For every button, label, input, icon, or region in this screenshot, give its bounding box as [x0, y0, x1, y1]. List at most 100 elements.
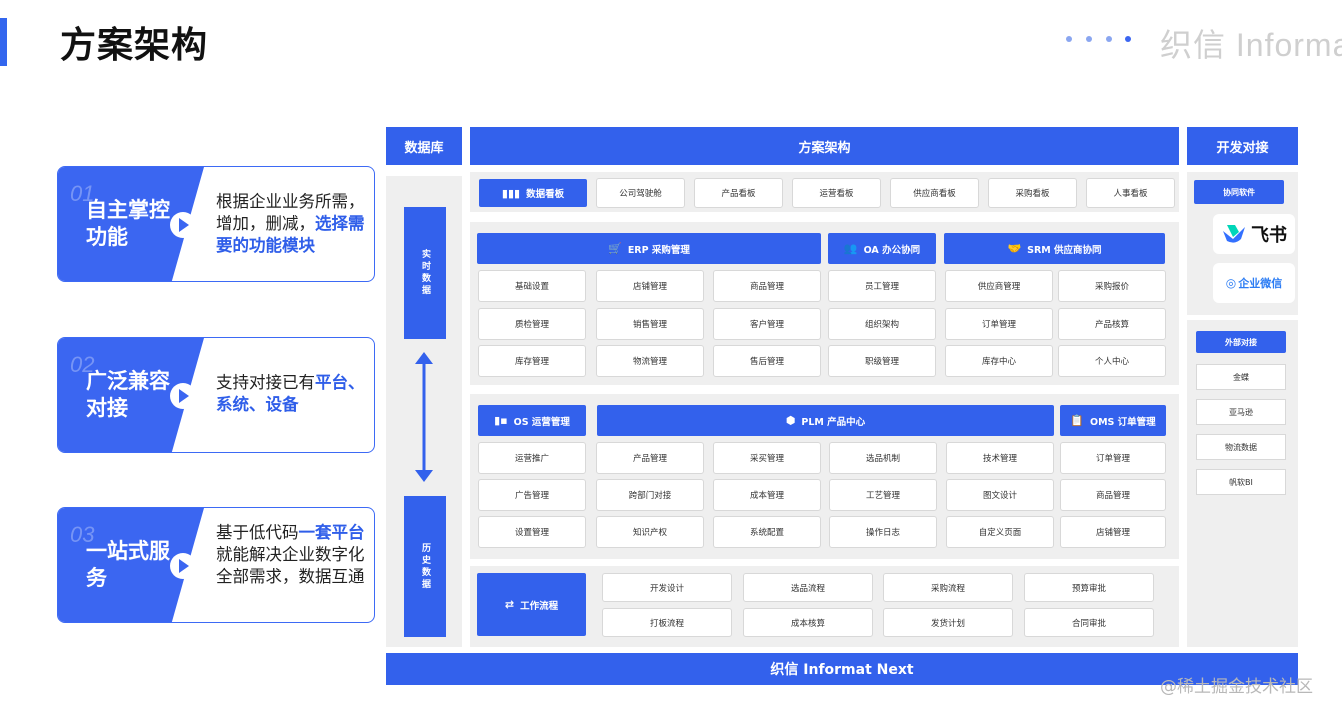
oa-module-header: 👥OA 办公协同 [828, 233, 936, 264]
workflow-item[interactable]: 采购流程 [883, 573, 1013, 602]
erp-module-header: 🛒ERP 采购管理 [477, 233, 821, 264]
erp-item[interactable]: 客户管理 [713, 308, 821, 340]
shuffle-icon: ⇄ [504, 598, 515, 611]
plm-item[interactable]: 技术管理 [946, 442, 1054, 474]
srm-item[interactable]: 库存中心 [945, 345, 1053, 377]
plm-item[interactable]: 操作日志 [829, 516, 937, 548]
plm-item[interactable]: 产品管理 [596, 442, 704, 474]
feishu-icon [1223, 225, 1245, 243]
oms-item[interactable]: 订单管理 [1060, 442, 1166, 474]
plm-item[interactable]: 成本管理 [713, 479, 821, 511]
feishu-logo[interactable]: 飞书 [1213, 214, 1295, 254]
os-item[interactable]: 广告管理 [478, 479, 586, 511]
dot-decoration [1066, 36, 1072, 42]
plm-item[interactable]: 系统配置 [713, 516, 821, 548]
erp-item[interactable]: 售后管理 [713, 345, 821, 377]
workflow-item[interactable]: 开发设计 [602, 573, 732, 602]
workflow-title: ⇄工作流程 [477, 573, 586, 636]
plm-item[interactable]: 自定义页面 [946, 516, 1054, 548]
play-icon [170, 383, 196, 409]
card-number: 01 [70, 181, 95, 206]
dot-decoration [1106, 36, 1112, 42]
columns-icon: ▮▪ [494, 414, 508, 427]
card-title: 广泛兼容对接 [86, 369, 170, 420]
plm-item[interactable]: 跨部门对接 [596, 479, 704, 511]
os-item[interactable]: 运营推广 [478, 442, 586, 474]
dashboard-item[interactable]: 采购看板 [988, 178, 1077, 208]
card-title: 自主掌控功能 [86, 198, 170, 249]
srm-item[interactable]: 个人中心 [1058, 345, 1166, 377]
feature-card-3: 03 一站式服务 基于低代码一套平台就能解决企业数字化全部需求，数据互通 [57, 507, 375, 623]
card-highlight: 平台、系统、设备 [216, 373, 365, 414]
erp-item[interactable]: 销售管理 [596, 308, 704, 340]
external-item[interactable]: 金蝶 [1196, 364, 1286, 390]
external-item[interactable]: 帆软BI [1196, 469, 1286, 495]
watermark: @稀土掘金技术社区 [1160, 677, 1313, 697]
plm-item[interactable]: 知识产权 [596, 516, 704, 548]
plm-module-header: ⬢PLM 产品中心 [597, 405, 1054, 436]
dashboard-item[interactable]: 人事看板 [1086, 178, 1175, 208]
page-title: 方案架构 [60, 25, 209, 66]
dev-integration-header: 开发对接 [1187, 127, 1298, 165]
external-item[interactable]: 亚马逊 [1196, 399, 1286, 425]
card-number: 03 [70, 522, 95, 547]
dashboard-item[interactable]: 运营看板 [792, 178, 881, 208]
realtime-data-bar: 实时数据 [404, 207, 446, 339]
dashboard-item[interactable]: 供应商看板 [890, 178, 979, 208]
title-accent-bar [0, 18, 7, 66]
srm-item[interactable]: 供应商管理 [945, 270, 1053, 302]
workflow-item[interactable]: 成本核算 [743, 608, 873, 637]
brand-logo-text: 织信 Informat [1160, 27, 1342, 63]
erp-item[interactable]: 库存管理 [478, 345, 586, 377]
oms-module-header: 📋OMS 订单管理 [1060, 405, 1166, 436]
workflow-item[interactable]: 打板流程 [602, 608, 732, 637]
dot-decoration [1086, 36, 1092, 42]
plm-item[interactable]: 采买管理 [713, 442, 821, 474]
oa-item[interactable]: 职级管理 [828, 345, 936, 377]
card-highlight: 选择需要的功能模块 [216, 214, 365, 255]
card-description: 基于低代码一套平台就能解决企业数字化全部需求，数据互通 [216, 523, 365, 586]
workflow-item[interactable]: 发货计划 [883, 608, 1013, 637]
double-arrow-icon [415, 352, 433, 482]
external-integration-label: 外部对接 [1196, 331, 1286, 353]
oa-item[interactable]: 组织架构 [828, 308, 936, 340]
srm-item[interactable]: 产品核算 [1058, 308, 1166, 340]
oms-item[interactable]: 商品管理 [1060, 479, 1166, 511]
dashboard-item[interactable]: 产品看板 [694, 178, 783, 208]
feature-card-1: 01 自主掌控功能 根据企业业务所需，增加，删减，选择需要的功能模块 [57, 166, 375, 282]
erp-item[interactable]: 物流管理 [596, 345, 704, 377]
plm-item[interactable]: 工艺管理 [829, 479, 937, 511]
play-icon [170, 553, 196, 579]
workflow-item[interactable]: 选品流程 [743, 573, 873, 602]
dashboard-item[interactable]: 公司驾驶舱 [596, 178, 685, 208]
oa-item[interactable]: 员工管理 [828, 270, 936, 302]
workflow-item[interactable]: 合同审批 [1024, 608, 1154, 637]
collab-software-label: 协同软件 [1194, 180, 1284, 204]
plm-item[interactable]: 图文设计 [946, 479, 1054, 511]
erp-item[interactable]: 商品管理 [713, 270, 821, 302]
srm-item[interactable]: 采购报价 [1058, 270, 1166, 302]
os-item[interactable]: 设置管理 [478, 516, 586, 548]
card-title: 一站式服务 [86, 539, 170, 590]
wecom-logo[interactable]: ◎ 企业微信 [1213, 263, 1295, 303]
plm-item[interactable]: 选品机制 [829, 442, 937, 474]
srm-item[interactable]: 订单管理 [945, 308, 1053, 340]
erp-item[interactable]: 基础设置 [478, 270, 586, 302]
erp-item[interactable]: 店铺管理 [596, 270, 704, 302]
external-item[interactable]: 物流数据 [1196, 434, 1286, 460]
platform-footer: 织信 Informat Next [386, 653, 1298, 685]
dashboard-title: ▮▮▮数据看板 [479, 179, 587, 207]
dot-decoration [1125, 36, 1131, 42]
oms-item[interactable]: 店铺管理 [1060, 516, 1166, 548]
cube-icon: ⬢ [785, 414, 796, 427]
erp-item[interactable]: 质检管理 [478, 308, 586, 340]
play-icon [170, 212, 196, 238]
feature-card-2: 02 广泛兼容对接 支持对接已有平台、系统、设备 [57, 337, 375, 453]
history-data-bar: 历史数据 [404, 496, 446, 637]
card-highlight: 一套平台 [298, 523, 365, 542]
database-header: 数据库 [386, 127, 462, 165]
architecture-header: 方案架构 [470, 127, 1179, 165]
people-icon: 👥 [843, 242, 858, 255]
card-description: 支持对接已有平台、系统、设备 [216, 373, 365, 414]
workflow-item[interactable]: 预算审批 [1024, 573, 1154, 602]
